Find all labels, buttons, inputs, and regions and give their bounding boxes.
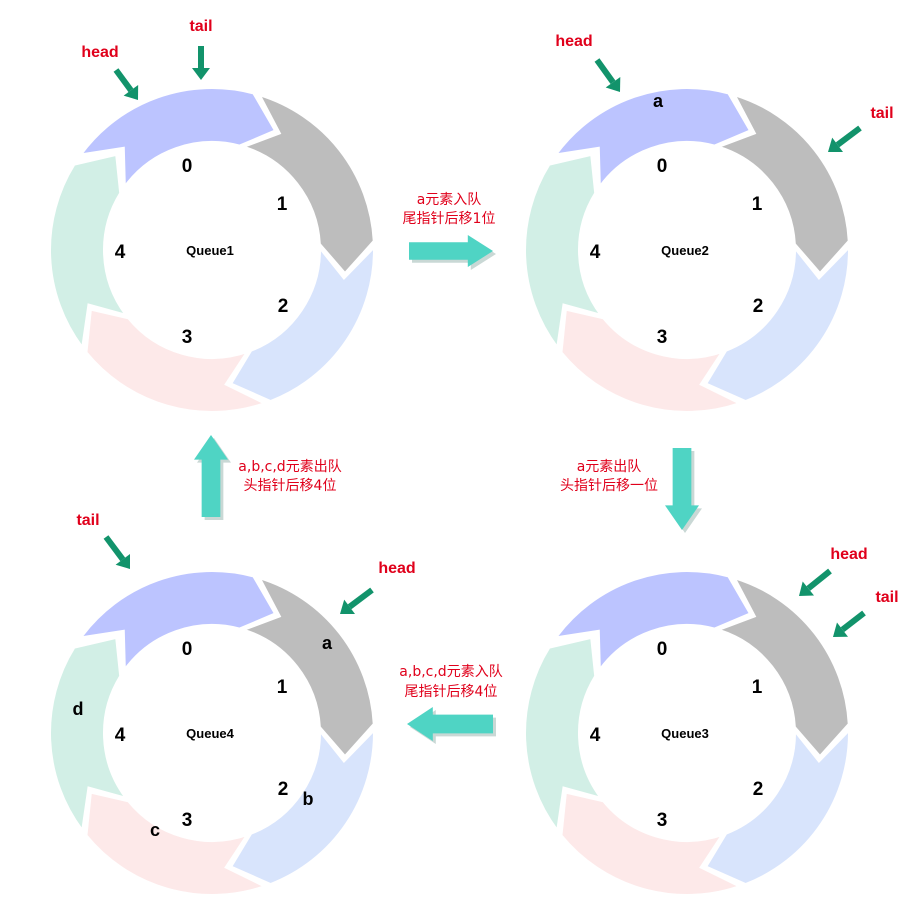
slot-index-label: 3 xyxy=(182,327,193,348)
queue-slot-0 xyxy=(79,570,277,673)
head-pointer-label: head xyxy=(81,44,118,61)
queue-slot-3 xyxy=(560,791,742,896)
transition-caption-line1: a元素出队 xyxy=(577,459,642,475)
tail-pointer-label: tail xyxy=(875,589,898,606)
queue-element-value: c xyxy=(150,820,160,840)
queue-slot-1 xyxy=(240,93,375,275)
slot-index-label: 3 xyxy=(657,327,668,348)
transition-arrow-icon xyxy=(665,448,702,533)
transition-caption-line2: 尾指针后移1位 xyxy=(403,211,496,227)
transition-caption-line1: a元素入队 xyxy=(417,192,482,208)
queue-slot-2 xyxy=(704,728,850,886)
queue-slot-3 xyxy=(85,308,267,413)
slot-index-label: 4 xyxy=(115,725,126,746)
tail-pointer-arrow-icon xyxy=(833,610,866,637)
head-pointer-label: head xyxy=(830,546,867,563)
slot-index-label: 1 xyxy=(752,194,763,215)
slot-index-label: 1 xyxy=(752,677,763,698)
head-pointer-arrow-icon xyxy=(799,568,832,596)
transition-caption-line2: 头指针后移一位 xyxy=(560,478,658,494)
transition-caption-line2: 尾指针后移4位 xyxy=(405,684,498,700)
slot-index-label: 0 xyxy=(657,639,668,660)
head-pointer-arrow-icon xyxy=(113,68,139,100)
queue-slot-4 xyxy=(524,153,604,350)
slot-index-label: 1 xyxy=(277,677,288,698)
queue-slot-4 xyxy=(49,636,129,833)
transition-caption-line1: a,b,c,d元素出队 xyxy=(238,459,341,475)
head-pointer-arrow-icon xyxy=(340,587,374,614)
queue-slot-0 xyxy=(79,87,277,190)
queue-name: Queue3 xyxy=(661,726,709,741)
transition-caption-line2: 头指针后移4位 xyxy=(244,478,337,494)
slot-index-label: 0 xyxy=(182,156,193,177)
slot-index-label: 2 xyxy=(278,296,289,317)
queue-ring-3: 0 1 2 3 4 Queue3 xyxy=(524,570,850,896)
slot-index-label: 1 xyxy=(277,194,288,215)
tail-pointer-arrow-icon xyxy=(192,46,210,80)
tail-pointer-arrow-icon xyxy=(828,125,862,152)
head-pointer-label: head xyxy=(378,560,415,577)
queue-ring-2: 0 a 1 2 3 4 Queue2 xyxy=(524,87,850,413)
slot-index-label: 2 xyxy=(753,779,764,800)
transition-caption-line1: a,b,c,d元素入队 xyxy=(399,664,502,680)
head-pointer-label: head xyxy=(555,33,592,50)
slot-index-label: 0 xyxy=(182,639,193,660)
queue-element-value: b xyxy=(303,789,314,809)
transition-arrow-icon xyxy=(409,235,496,270)
queue-slot-0 xyxy=(554,87,752,190)
queue-slot-2 xyxy=(229,245,375,403)
slot-index-label: 2 xyxy=(278,779,289,800)
slot-index-label: 4 xyxy=(115,242,126,263)
queue-name: Queue1 xyxy=(186,243,234,258)
queue-element-value: a xyxy=(322,633,333,653)
head-pointer-arrow-icon xyxy=(594,58,621,92)
slot-index-label: 2 xyxy=(753,296,764,317)
queue-name: Queue4 xyxy=(186,726,234,741)
slot-index-label: 3 xyxy=(182,810,193,831)
queue-ring-1: 0 1 2 3 4 Queue1 xyxy=(49,87,375,413)
queue-slot-3 xyxy=(85,791,267,896)
slot-index-label: 4 xyxy=(590,725,601,746)
transition-arrow-icon xyxy=(407,707,496,744)
tail-pointer-arrow-icon xyxy=(103,535,130,569)
queue-slot-4 xyxy=(49,153,129,350)
transition-arrow-icon xyxy=(194,435,231,520)
queue-slot-1 xyxy=(240,576,375,758)
queue-slot-2 xyxy=(229,728,375,886)
queue-slot-0 xyxy=(554,570,752,673)
slot-index-label: 0 xyxy=(657,156,668,177)
queue-slot-2 xyxy=(704,245,850,403)
queue-slot-4 xyxy=(524,636,604,833)
queue-element-value: d xyxy=(73,699,84,719)
queue-slot-3 xyxy=(560,308,742,413)
tail-pointer-label: tail xyxy=(76,512,99,529)
tail-pointer-label: tail xyxy=(870,105,893,122)
queue-slot-1 xyxy=(715,576,850,758)
tail-pointer-label: tail xyxy=(189,18,212,35)
slot-index-label: 3 xyxy=(657,810,668,831)
queue-element-value: a xyxy=(653,91,664,111)
queue-name: Queue2 xyxy=(661,243,709,258)
slot-index-label: 4 xyxy=(590,242,601,263)
queue-slot-1 xyxy=(715,93,850,275)
